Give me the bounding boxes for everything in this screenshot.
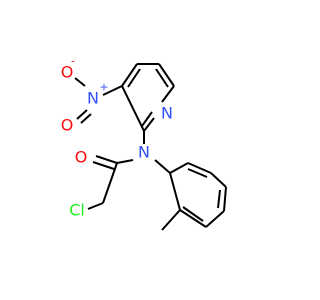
bond-c5-c6	[158, 63, 175, 87]
bond-c5-c6-double	[155, 68, 169, 88]
bond-aryl-c4-c5-double	[217, 189, 221, 209]
bond-aryl-c2-c3-double	[187, 168, 208, 178]
bond-aryl-c1-c2	[169, 162, 189, 174]
bond-c3-c4-double	[127, 68, 141, 88]
bond-nitro-n-to-ring	[102, 85, 123, 96]
bond-n-amide-aryl	[154, 159, 171, 174]
bond-n-o-double-second	[80, 113, 92, 124]
bond-n-o-double	[76, 109, 88, 120]
bond-n-amide-carbonyl-c	[116, 159, 134, 164]
bond-ch2-cl	[87, 202, 104, 210]
oxygen-nitro-label: O	[61, 116, 74, 135]
bond-aryl-c5-c6	[205, 210, 225, 228]
atom-labels: O - N + O N N O Cl	[61, 55, 173, 220]
bond-c6-n1	[161, 85, 175, 103]
bonds	[74, 63, 227, 231]
bond-c-o-double	[95, 155, 118, 164]
bond-aryl-c6-c1	[179, 209, 207, 228]
bond-aryl-c6-c1-double	[182, 206, 204, 222]
bond-aryl-methyl	[161, 209, 181, 231]
bond-c2-c3	[121, 85, 145, 132]
nitrogen-plus-label: N	[87, 89, 99, 108]
molecule-structure: O - N + O N N O Cl	[61, 55, 227, 231]
molecule-diagram: O - N + O N N O Cl	[60, 54, 227, 231]
bond-aryl-c4-c5	[223, 186, 227, 212]
bond-n-o-minus	[74, 77, 86, 87]
bond-aryl-c2-c3	[187, 162, 212, 174]
bond-n1-c2	[143, 117, 155, 132]
bond-aryl-c3-c4	[210, 172, 227, 188]
negative-charge-label: -	[71, 55, 75, 68]
amide-nitrogen-label: N	[138, 143, 150, 162]
bond-c3-c4	[121, 63, 138, 87]
bond-c-o-double-second	[92, 161, 115, 170]
oxygen-minus-label: O	[61, 63, 74, 82]
positive-charge-label: +	[99, 81, 108, 94]
bond-aryl-c1-methyl-ring	[169, 172, 181, 211]
pyridine-nitrogen-label: N	[161, 104, 173, 123]
carbonyl-oxygen-label: O	[75, 148, 88, 167]
chlorine-label: Cl	[69, 201, 85, 220]
bond-carbonyl-ch2	[102, 162, 118, 204]
bond-n1-c2-double	[141, 111, 153, 127]
